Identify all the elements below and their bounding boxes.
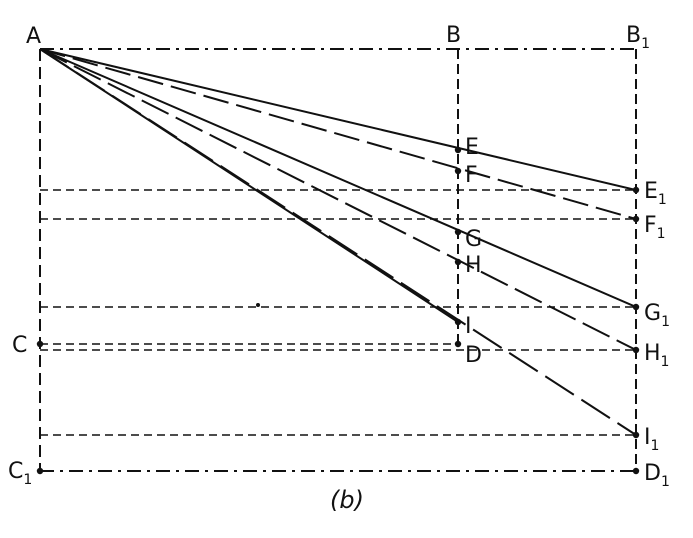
label-G: G — [465, 227, 482, 252]
ray-A-I — [39, 48, 459, 323]
dot-G — [454, 228, 462, 236]
label-I1: I1 — [644, 425, 659, 454]
label-E: E — [465, 135, 479, 160]
label-I: I — [465, 314, 472, 339]
ray-A-I1 — [39, 48, 637, 436]
dot-F1 — [632, 215, 640, 223]
dot-D1 — [632, 467, 640, 475]
label-E1: E1 — [644, 179, 667, 208]
dot-C — [36, 340, 44, 348]
label-F1: F1 — [644, 213, 666, 242]
ray-A-H1 — [39, 48, 637, 351]
label-C: C — [12, 333, 27, 358]
dot-H1 — [632, 346, 640, 354]
stray-mark — [256, 303, 260, 307]
label-B: B — [446, 23, 461, 48]
label-H: H — [465, 253, 482, 278]
label-F: F — [465, 163, 478, 188]
label-D1: D1 — [644, 461, 670, 490]
dot-D — [454, 340, 462, 348]
dot-F — [454, 167, 462, 175]
label-B1: B1 — [626, 23, 650, 52]
ray-A-E1 — [39, 48, 637, 191]
ray-A-G1 — [39, 48, 637, 308]
dot-H — [454, 258, 462, 266]
ray-A-F1 — [39, 48, 637, 220]
dot-G1 — [632, 303, 640, 311]
dot-I — [454, 318, 462, 326]
label-G1: G1 — [644, 301, 670, 330]
label-D: D — [465, 343, 482, 368]
label-A: A — [26, 24, 41, 49]
dot-I1 — [632, 431, 640, 439]
dot-E — [454, 146, 462, 154]
label-C1: C1 — [8, 459, 32, 488]
dot-C1 — [36, 467, 44, 475]
dot-E1 — [632, 186, 640, 194]
figure-caption: (b) — [330, 486, 364, 514]
label-H1: H1 — [644, 341, 669, 370]
